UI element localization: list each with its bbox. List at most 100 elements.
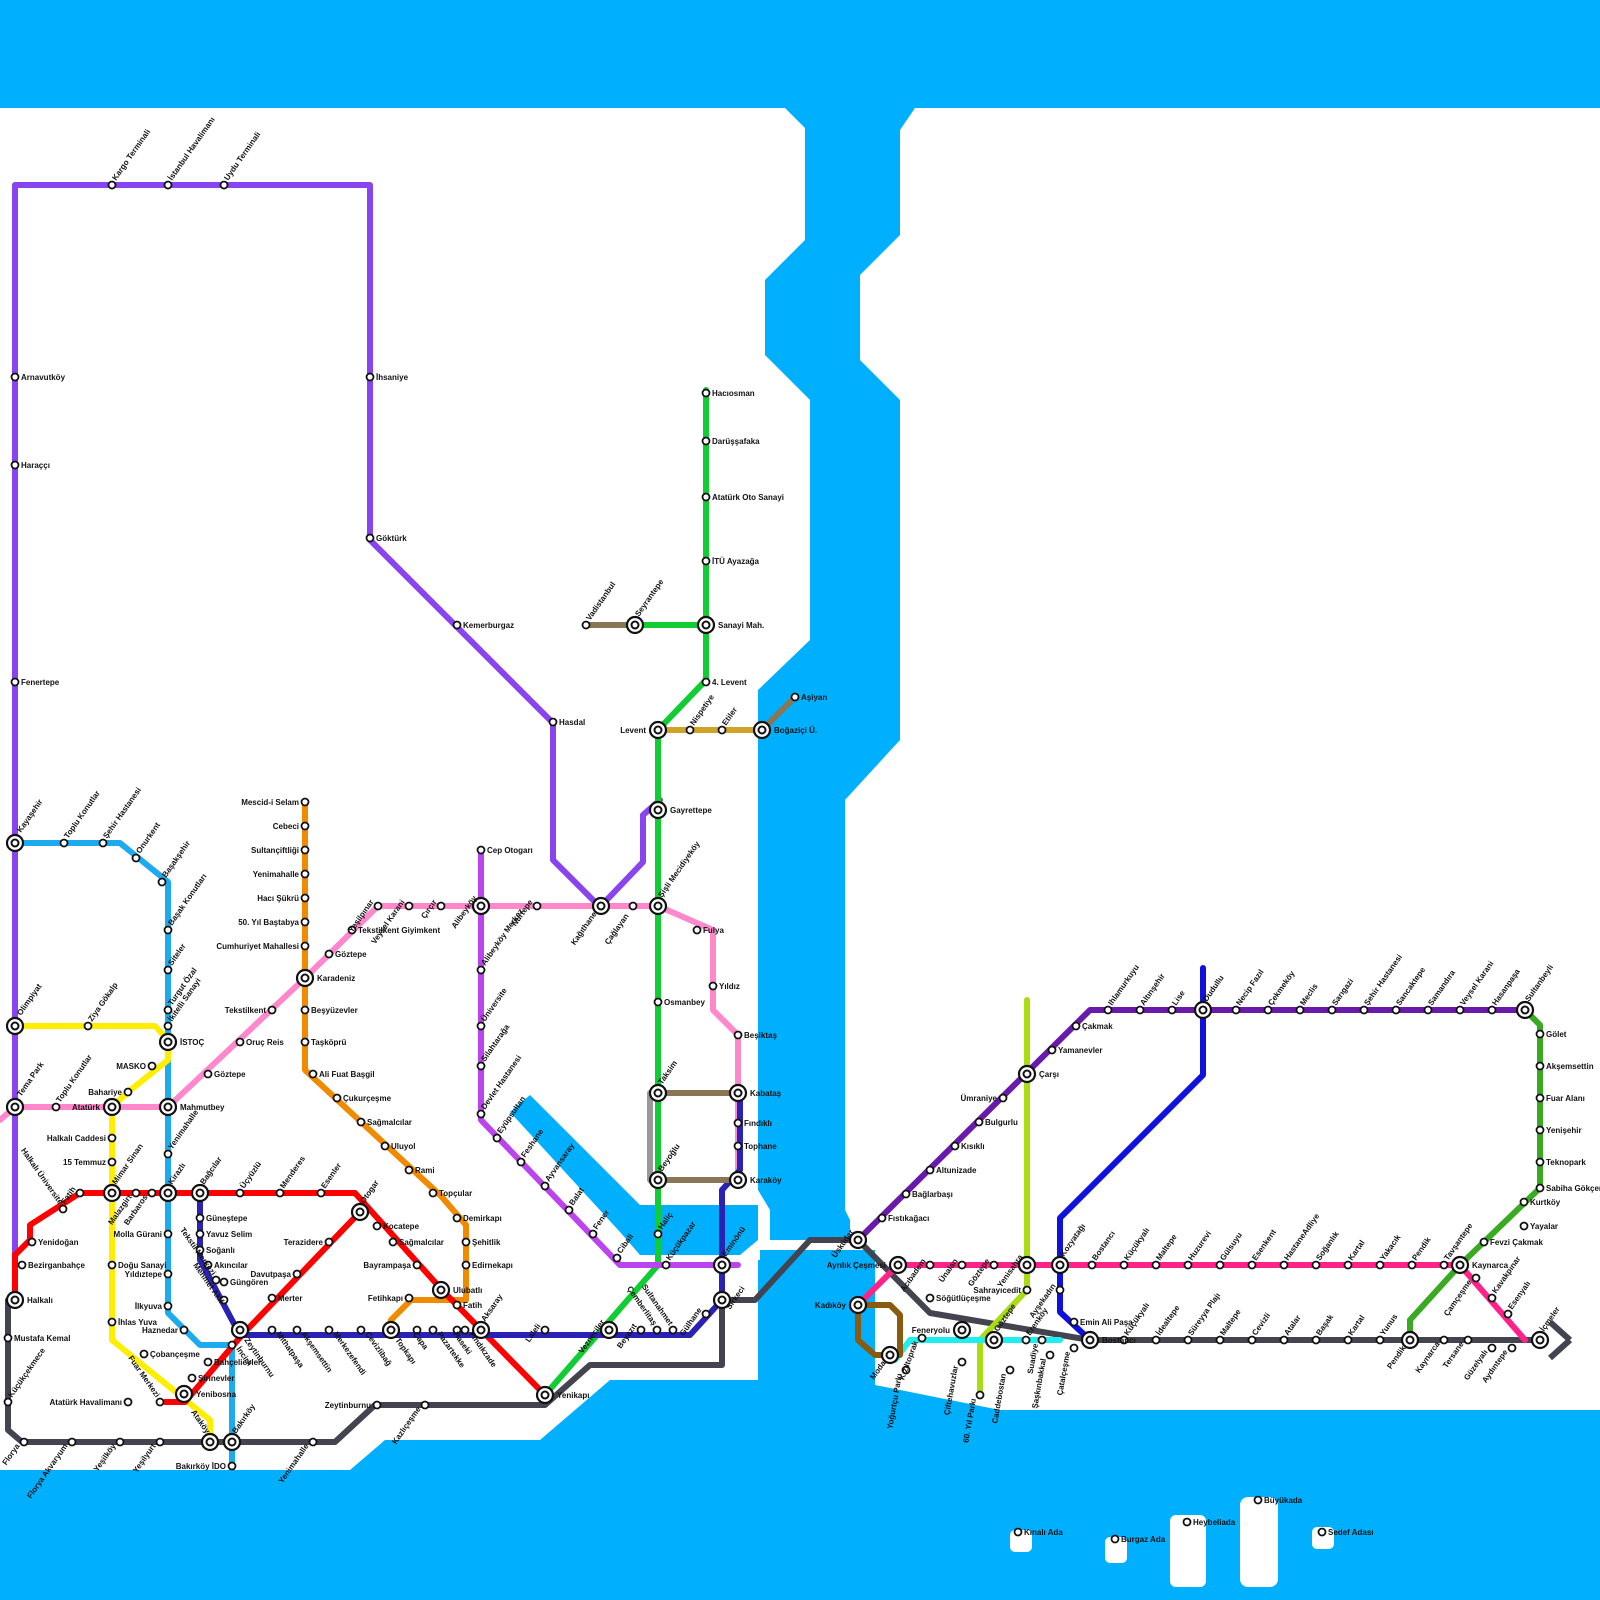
- station-marker-erenkoy[interactable]: [1023, 1337, 1030, 1344]
- station-marker-kinali-ada[interactable]: [1015, 1529, 1022, 1536]
- station-marker-guzelyali[interactable]: [1489, 1345, 1496, 1352]
- station-marker-yamanevler[interactable]: [1049, 1047, 1056, 1054]
- station-marker-halkali-universite[interactable]: [60, 1206, 67, 1213]
- station-marker-ciftehavuzlar[interactable]: [959, 1359, 966, 1366]
- station-marker-fetihkapi[interactable]: [406, 1295, 413, 1302]
- station-marker-sehir-hastanesi[interactable]: [100, 840, 107, 847]
- station-marker-tekstilkent[interactable]: [269, 1007, 276, 1014]
- station-marker-cukurcesme[interactable]: [334, 1095, 341, 1102]
- station-marker-meclis[interactable]: [1297, 1007, 1304, 1014]
- station-marker-sagmalcilar[interactable]: [358, 1119, 365, 1126]
- station-marker-pazartekke[interactable]: [430, 1327, 437, 1334]
- station-marker-etiler[interactable]: [719, 727, 726, 734]
- station-marker-molla-gurani[interactable]: [165, 1231, 172, 1238]
- station-marker-uluyol[interactable]: [382, 1143, 389, 1150]
- station-marker-yayalar[interactable]: [1521, 1223, 1528, 1230]
- station-marker-yildiztepe[interactable]: [165, 1271, 172, 1278]
- station-marker-arnavutkoy[interactable]: [12, 374, 19, 381]
- station-marker-dort-levent[interactable]: [703, 679, 710, 686]
- station-marker-aydintepe[interactable]: [1509, 1345, 1516, 1352]
- station-marker-altinsehir[interactable]: [1137, 1007, 1144, 1014]
- station-marker-buyukada[interactable]: [1255, 1497, 1262, 1504]
- station-marker-ataturk-oto-sanayi[interactable]: [703, 494, 710, 501]
- station-marker-esenler[interactable]: [318, 1190, 325, 1197]
- station-marker-silahtaraga[interactable]: [478, 1063, 485, 1070]
- station-marker-umraniye[interactable]: [1000, 1095, 1007, 1102]
- station-marker-bahcelievler[interactable]: [205, 1359, 212, 1366]
- station-marker-circir[interactable]: [438, 903, 445, 910]
- station-marker-cekmekoy[interactable]: [1265, 1007, 1272, 1014]
- station-marker-yavuz-selim[interactable]: [197, 1231, 204, 1238]
- station-marker-onurkent[interactable]: [133, 855, 140, 862]
- station-marker-gulhane[interactable]: [703, 1311, 710, 1318]
- station-marker-dogu-sanayi[interactable]: [109, 1262, 116, 1269]
- station-marker-beyazit[interactable]: [638, 1327, 645, 1334]
- station-marker-darussafaka[interactable]: [703, 438, 710, 445]
- station-marker-pendik-m4[interactable]: [1409, 1262, 1416, 1269]
- station-marker-cumhuriyet-mahallesi[interactable]: [302, 943, 309, 950]
- station-marker-altunizade[interactable]: [927, 1167, 934, 1174]
- station-marker-sehir-hastanesi-m[interactable]: [1361, 1007, 1368, 1014]
- station-marker-ali-fuat-basgil[interactable]: [310, 1071, 317, 1078]
- station-marker-yenisehir[interactable]: [1537, 1127, 1544, 1134]
- station-marker-rami[interactable]: [406, 1167, 413, 1174]
- station-marker-malazgirt[interactable]: [133, 1190, 140, 1197]
- station-marker-cevizli[interactable]: [1249, 1337, 1256, 1344]
- station-marker-kurtkoy[interactable]: [1521, 1199, 1528, 1206]
- station-marker-mescid-i-selam[interactable]: [302, 799, 309, 806]
- station-marker-yakacik[interactable]: [1377, 1262, 1384, 1269]
- station-marker-taskopru[interactable]: [302, 1039, 309, 1046]
- station-marker-siteler[interactable]: [165, 967, 172, 974]
- station-marker-kisikli[interactable]: [952, 1143, 959, 1150]
- station-marker-maltepe-m[interactable]: [1217, 1337, 1224, 1344]
- station-marker-oruc-reis[interactable]: [237, 1039, 244, 1046]
- station-marker-hasanpasa[interactable]: [1489, 1007, 1496, 1014]
- station-marker-kaynarca-m[interactable]: [1441, 1337, 1448, 1344]
- station-marker-atalar[interactable]: [1281, 1337, 1288, 1344]
- station-marker-nispetiye[interactable]: [687, 727, 694, 734]
- station-marker-hastaneadliye[interactable]: [1281, 1262, 1288, 1269]
- station-marker-ucyuzlu[interactable]: [237, 1190, 244, 1197]
- station-marker-tavsantepe[interactable]: [1441, 1262, 1448, 1269]
- station-marker-aksemsettin-m[interactable]: [1537, 1063, 1544, 1070]
- station-marker-bezirganbahce[interactable]: [19, 1262, 26, 1269]
- station-marker-ziya-gokalp[interactable]: [85, 1023, 92, 1030]
- station-marker-besyuzevler[interactable]: [302, 1007, 309, 1014]
- station-marker-camcesme[interactable]: [1473, 1275, 1480, 1282]
- station-marker-fatih[interactable]: [77, 1190, 84, 1197]
- station-marker-hac-osman[interactable]: [703, 390, 710, 397]
- station-marker-esenyali[interactable]: [1505, 1311, 1512, 1318]
- station-marker-masko[interactable]: [149, 1063, 156, 1070]
- station-marker-emin-ali-pasa[interactable]: [1071, 1319, 1078, 1326]
- station-marker-unalan[interactable]: [959, 1262, 966, 1269]
- station-marker-fevzi-cakmak[interactable]: [1481, 1239, 1488, 1246]
- station-marker-ilkyuva[interactable]: [165, 1303, 172, 1310]
- station-marker-on-bes-temmuz[interactable]: [109, 1159, 116, 1166]
- station-marker-maltepe-m4[interactable]: [1153, 1262, 1160, 1269]
- station-marker-sirinevler[interactable]: [189, 1375, 196, 1382]
- station-marker-cevizlibag[interactable]: [358, 1327, 365, 1334]
- station-marker-yesilkoy[interactable]: [117, 1439, 124, 1446]
- station-marker-bakirkoy-ido[interactable]: [229, 1463, 236, 1470]
- station-marker-ikitelli-sanayi[interactable]: [165, 1023, 172, 1030]
- station-marker-sahrayicedit[interactable]: [1024, 1287, 1031, 1294]
- station-marker-nurtepe[interactable]: [534, 903, 541, 910]
- station-marker-burgaz-ada[interactable]: [1112, 1536, 1119, 1543]
- station-marker-kemerburgaz[interactable]: [454, 622, 461, 629]
- station-marker-sehitlik[interactable]: [463, 1239, 470, 1246]
- station-marker-gulsuyu[interactable]: [1217, 1262, 1224, 1269]
- station-marker-kucukcekmece[interactable]: [5, 1399, 12, 1406]
- station-marker-yunus[interactable]: [1377, 1337, 1384, 1344]
- station-marker-yenimahalle2[interactable]: [165, 1151, 172, 1158]
- station-marker-gokturk[interactable]: [367, 535, 374, 542]
- station-marker-incirli[interactable]: [229, 1342, 236, 1349]
- station-marker-yenimahalle-m[interactable]: [310, 1439, 317, 1446]
- station-marker-gunestepe[interactable]: [197, 1215, 204, 1222]
- station-marker-cobancesme[interactable]: [141, 1351, 148, 1358]
- station-marker-cebeci[interactable]: [302, 823, 309, 830]
- station-marker-veysel-karani-m[interactable]: [1457, 1007, 1464, 1014]
- station-marker-caddebostan[interactable]: [1007, 1367, 1014, 1374]
- station-marker-basaksehir[interactable]: [159, 879, 166, 886]
- station-marker-topcular[interactable]: [430, 1190, 437, 1197]
- station-marker-goztepe[interactable]: [326, 951, 333, 958]
